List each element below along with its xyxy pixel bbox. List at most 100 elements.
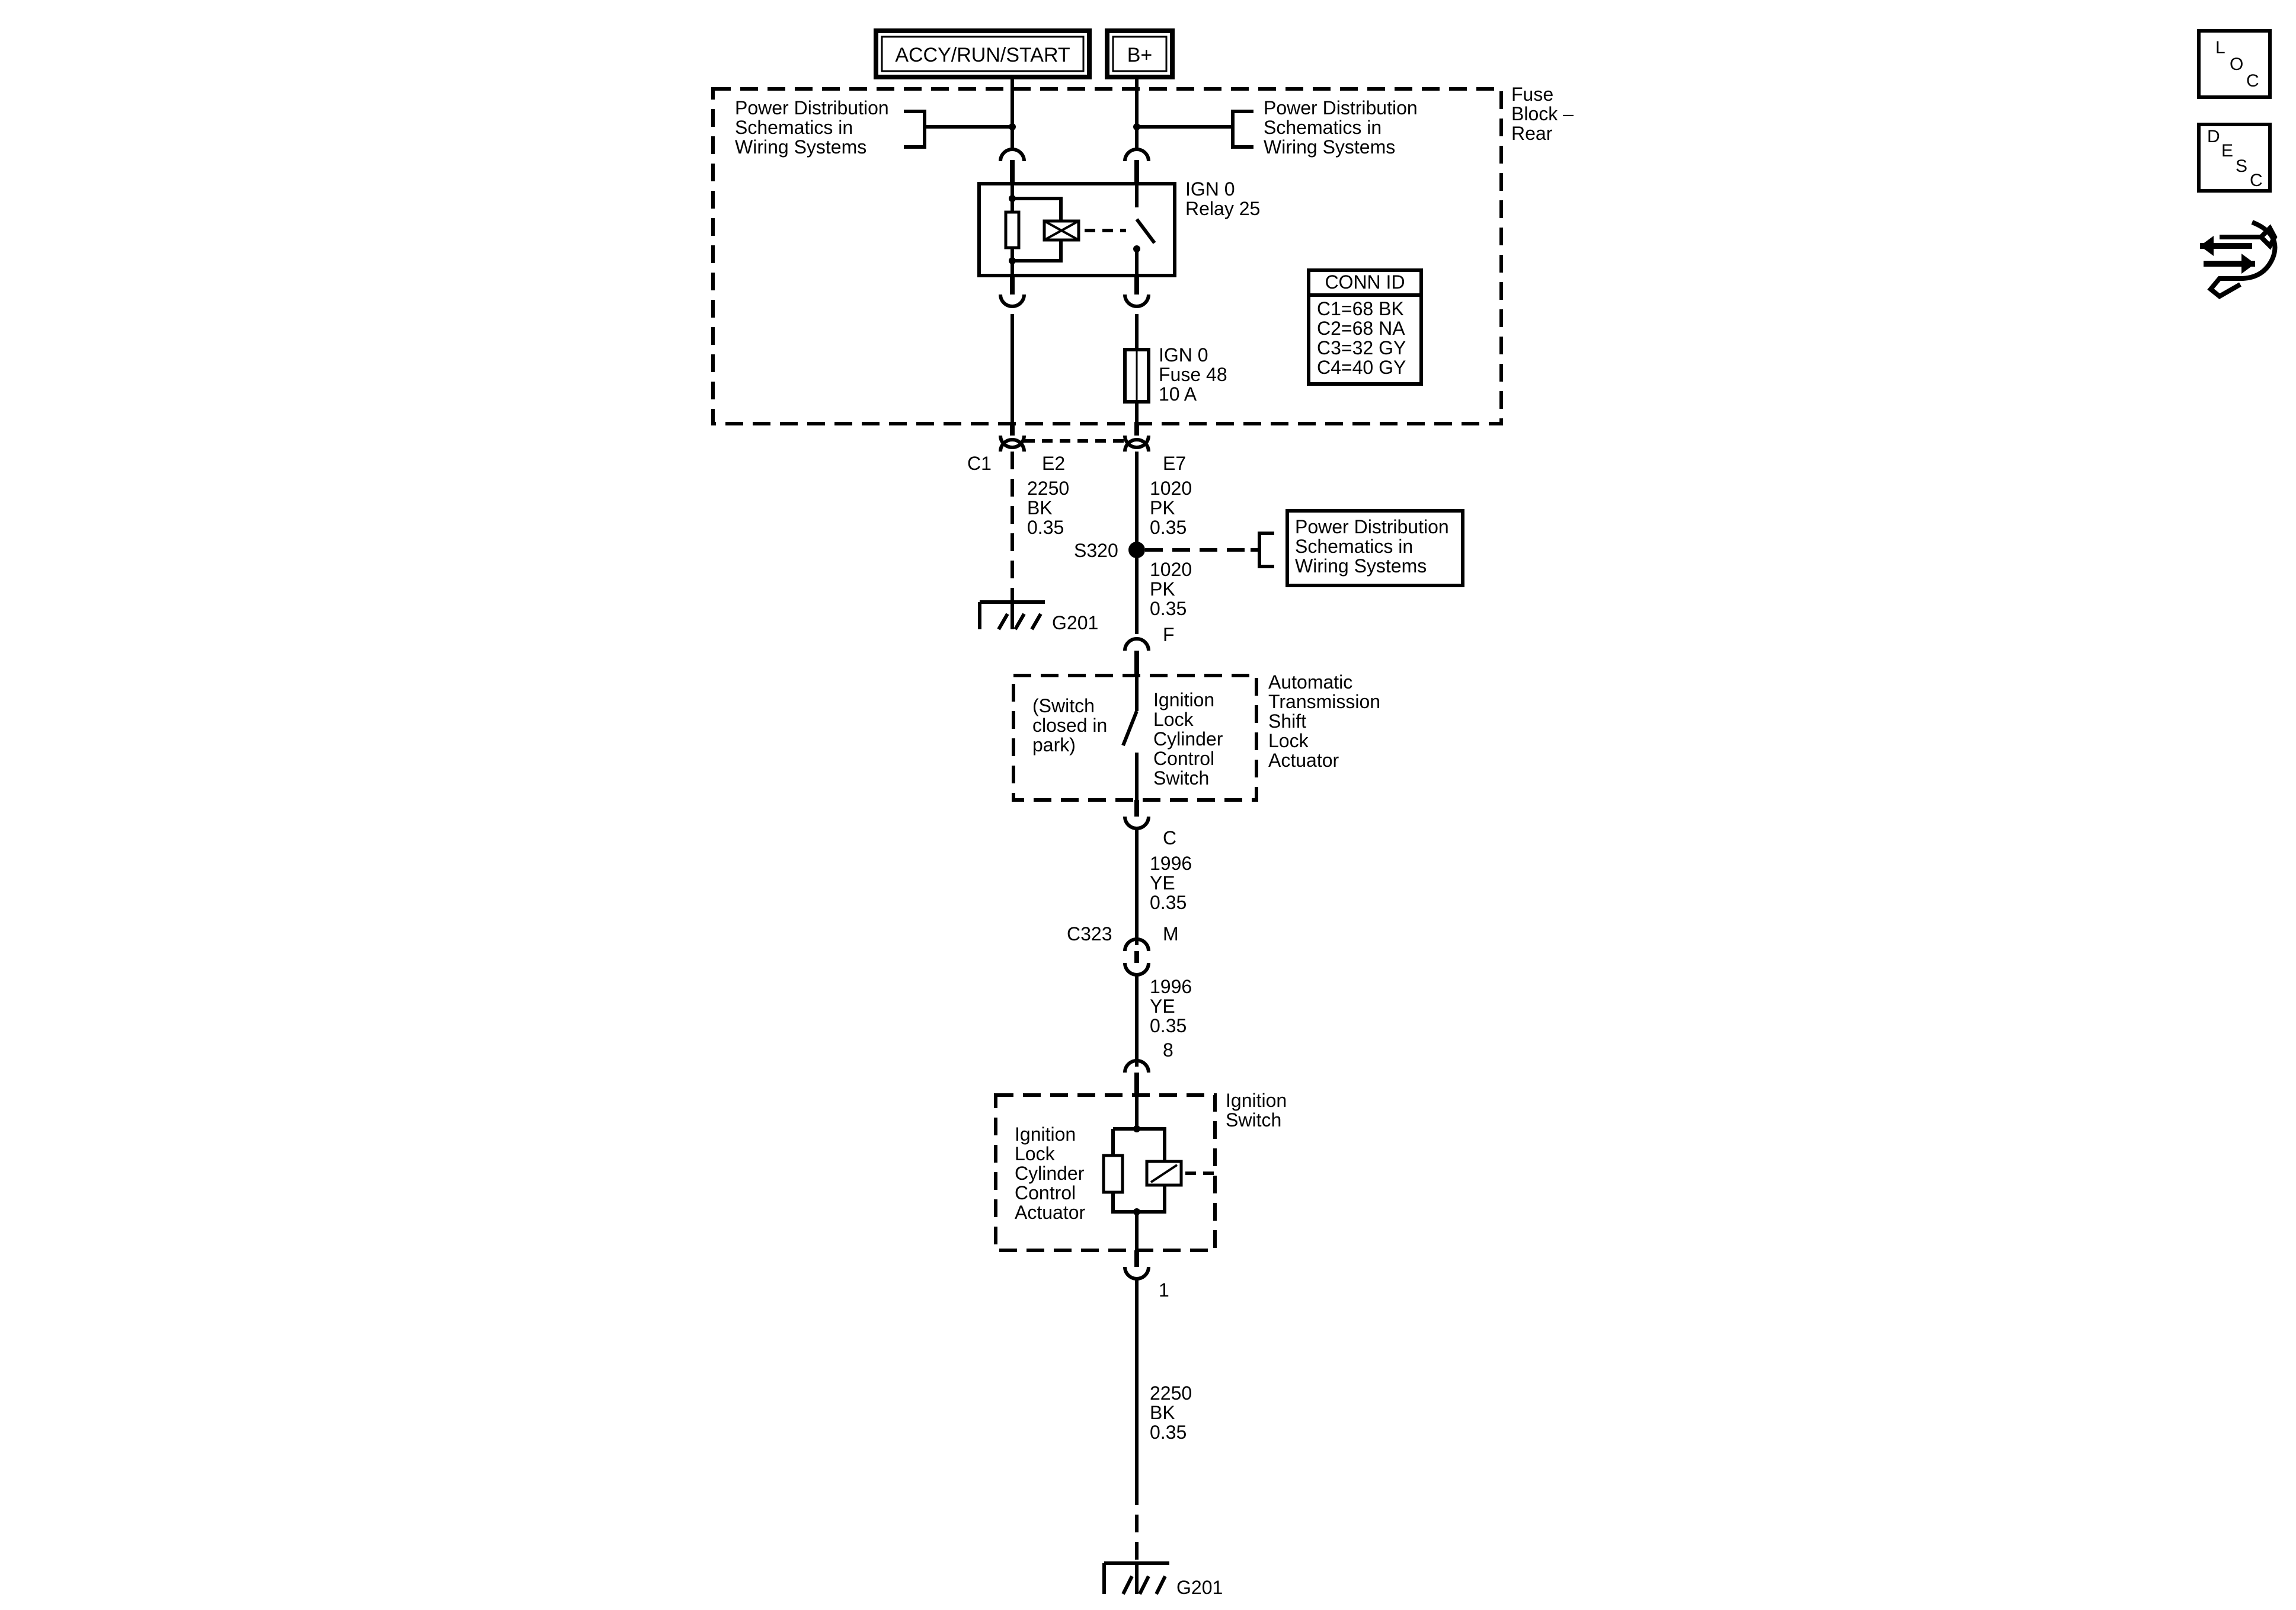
switch-note-1: (Switch xyxy=(1032,695,1095,716)
svg-text:C: C xyxy=(2246,71,2259,91)
pin-c-terminal xyxy=(1123,816,1150,830)
relay-terminal-left-top xyxy=(999,148,1026,162)
c1-terminal-e2-bottom xyxy=(999,438,1026,452)
shift-lock-label-5: Actuator xyxy=(1268,750,1339,771)
wire-1996a-size: 0.35 xyxy=(1150,892,1187,913)
shift-lock-label-4: Lock xyxy=(1268,730,1309,751)
ignition-switch-boundary xyxy=(994,1093,1217,1252)
pd-ref-splice: Power Distribution Schematics in Wiring … xyxy=(1285,509,1464,587)
svg-text:ACCY/RUN/START: ACCY/RUN/START xyxy=(895,44,1070,66)
c1-terminal-e7-bottom xyxy=(1123,438,1150,452)
loc-icon[interactable]: L O C xyxy=(2197,29,2272,99)
c323-label: C323 xyxy=(1067,923,1112,945)
svg-text:Wiring Systems: Wiring Systems xyxy=(1295,555,1427,577)
wire-1996a-circuit: 1996 xyxy=(1150,853,1192,874)
ground-g201-top xyxy=(978,600,1045,630)
wire-1020b-circuit: 1020 xyxy=(1150,559,1192,580)
c323-terminal-top xyxy=(1123,937,1150,952)
svg-text:CONN ID: CONN ID xyxy=(1325,271,1405,293)
relay-label-1: IGN 0 xyxy=(1185,178,1235,200)
c323-terminal-bottom xyxy=(1123,962,1150,977)
wire-1996b-color: YE xyxy=(1150,996,1175,1017)
ign0-fuse-48 xyxy=(1123,348,1150,404)
conn-id-table: CONN ID C1=68 BK C2=68 NA C3=32 GY C4=40… xyxy=(1307,268,1423,386)
switch-label-4: Control xyxy=(1153,748,1214,769)
desc-icon[interactable]: D E S C xyxy=(2197,123,2272,193)
g201-top-label: G201 xyxy=(1052,612,1098,633)
pd-ref-right: Power Distribution Schematics in Wiring … xyxy=(1133,97,1418,158)
ground-g201-bottom xyxy=(1102,1561,1169,1595)
ignition-lock-cylinder-control-actuator xyxy=(1102,1095,1215,1250)
svg-text:E: E xyxy=(2221,141,2233,161)
fuse-label-2: Fuse 48 xyxy=(1159,364,1227,385)
svg-text:Power Distribution: Power Distribution xyxy=(735,97,889,119)
wire-2250-color: BK xyxy=(1027,497,1053,518)
c1-terminal-e2-top xyxy=(999,435,1026,449)
actuator-label-3: Cylinder xyxy=(1015,1163,1085,1184)
svg-text:C: C xyxy=(2250,171,2263,190)
wire-2250b-color: BK xyxy=(1150,1402,1175,1423)
pin-1-terminal xyxy=(1123,1266,1150,1281)
actuator-label-4: Control xyxy=(1015,1182,1076,1204)
svg-text:C4=40 GY: C4=40 GY xyxy=(1317,357,1406,378)
actuator-label-5: Actuator xyxy=(1015,1202,1086,1223)
c1-pin-e7: E7 xyxy=(1163,453,1186,474)
svg-text:L: L xyxy=(2215,38,2225,57)
fuse-label-1: IGN 0 xyxy=(1159,344,1208,366)
relay-terminal-right-top xyxy=(1123,148,1150,162)
connector-end-view-icon[interactable] xyxy=(2200,220,2278,299)
wire-1020a-circuit: 1020 xyxy=(1150,478,1192,499)
shift-lock-label-2: Transmission xyxy=(1268,691,1380,712)
svg-text:Schematics in: Schematics in xyxy=(1295,536,1413,557)
pin-f-label: F xyxy=(1163,624,1175,645)
relay-label-2: Relay 25 xyxy=(1185,198,1260,219)
wire-1020a-color: PK xyxy=(1150,497,1175,518)
ignition-switch-label-1: Ignition xyxy=(1226,1090,1287,1111)
c1-terminal-e7-top xyxy=(1123,435,1150,449)
fuse-block-label-3: Rear xyxy=(1511,123,1553,144)
relay-terminal-left-bottom xyxy=(999,294,1026,308)
actuator-label-1: Ignition xyxy=(1015,1124,1076,1145)
pd-ref-left: Power Distribution Schematics in Wiring … xyxy=(735,97,1016,158)
switch-label-5: Switch xyxy=(1153,767,1209,789)
pin-8-terminal xyxy=(1123,1059,1150,1073)
svg-text:C3=32 GY: C3=32 GY xyxy=(1317,337,1406,359)
c323-pin-label: M xyxy=(1163,923,1179,945)
s320-label: S320 xyxy=(1074,540,1118,561)
wire-2250b-size: 0.35 xyxy=(1150,1422,1187,1443)
pin-f-terminal xyxy=(1123,637,1150,651)
actuator-label-2: Lock xyxy=(1015,1143,1056,1164)
svg-text:B+: B+ xyxy=(1127,44,1153,66)
pin-8-label: 8 xyxy=(1163,1039,1173,1061)
svg-text:D: D xyxy=(2207,127,2220,146)
svg-text:Schematics in: Schematics in xyxy=(1264,117,1382,138)
wire-1996b-size: 0.35 xyxy=(1150,1015,1187,1036)
switch-label-2: Lock xyxy=(1153,709,1194,730)
c1-pin-e2: E2 xyxy=(1042,453,1065,474)
ign0-relay-25 xyxy=(977,182,1176,277)
fuse-block-label-2: Block – xyxy=(1511,103,1574,124)
switch-label-1: Ignition xyxy=(1153,689,1214,710)
shift-lock-label-1: Automatic xyxy=(1268,671,1352,693)
wire-1020b-color: PK xyxy=(1150,578,1175,600)
fuse-block-rear-boundary xyxy=(711,87,1503,425)
c1-label: C1 xyxy=(967,453,992,474)
wire-2250-size: 0.35 xyxy=(1027,517,1064,538)
wire-2250-circuit: 2250 xyxy=(1027,478,1069,499)
svg-text:S: S xyxy=(2236,156,2247,176)
fuse-block-label-1: Fuse xyxy=(1511,84,1553,105)
svg-text:Wiring Systems: Wiring Systems xyxy=(735,136,866,158)
wire-1996a-color: YE xyxy=(1150,872,1175,894)
splice-s320 xyxy=(1128,542,1145,558)
b-plus-label: B+ xyxy=(1105,28,1175,79)
svg-text:Wiring Systems: Wiring Systems xyxy=(1264,136,1395,158)
switch-label-3: Cylinder xyxy=(1153,728,1223,750)
wire-1996b-circuit: 1996 xyxy=(1150,976,1192,997)
g201-bottom-label: G201 xyxy=(1176,1577,1223,1598)
accy-run-start-label: ACCY/RUN/START xyxy=(874,28,1092,79)
ignition-switch-label-2: Switch xyxy=(1226,1109,1281,1131)
switch-note-3: park) xyxy=(1032,734,1076,756)
svg-text:Power Distribution: Power Distribution xyxy=(1295,516,1449,537)
switch-note-2: closed in xyxy=(1032,715,1107,736)
